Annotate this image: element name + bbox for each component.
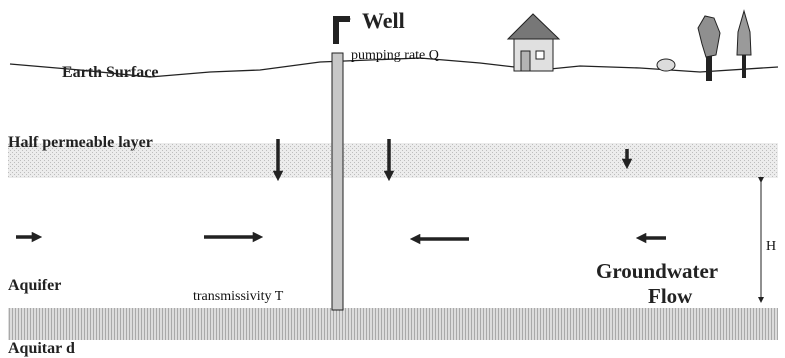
rock-icon xyxy=(656,58,676,72)
earth-surface-label: Earth Surface xyxy=(62,64,158,81)
groundwater-flow-label-line2: Flow xyxy=(648,284,693,308)
tree-icon xyxy=(697,9,752,81)
transmissivity-label: transmissivity T xyxy=(193,289,284,304)
aquifer-label: Aquifer xyxy=(8,277,61,294)
well-casing xyxy=(331,52,344,311)
aquitard-band xyxy=(8,308,778,340)
half-permeable-layer-label: Half permeable layer xyxy=(8,134,153,151)
aquitard-label: Aquitar d xyxy=(8,340,75,357)
leakage-arrows xyxy=(272,139,633,182)
thickness-label: H xyxy=(766,239,776,254)
bent-arrow-icon xyxy=(333,16,351,44)
groundwater-flow-label-line1: Groundwater xyxy=(596,259,718,283)
flow-arrows xyxy=(16,231,666,245)
house-icon xyxy=(506,13,561,72)
earth-surface-line xyxy=(9,57,779,78)
well-label: Well xyxy=(362,8,405,33)
pumping-rate-label: pumping rate Q xyxy=(351,48,439,63)
